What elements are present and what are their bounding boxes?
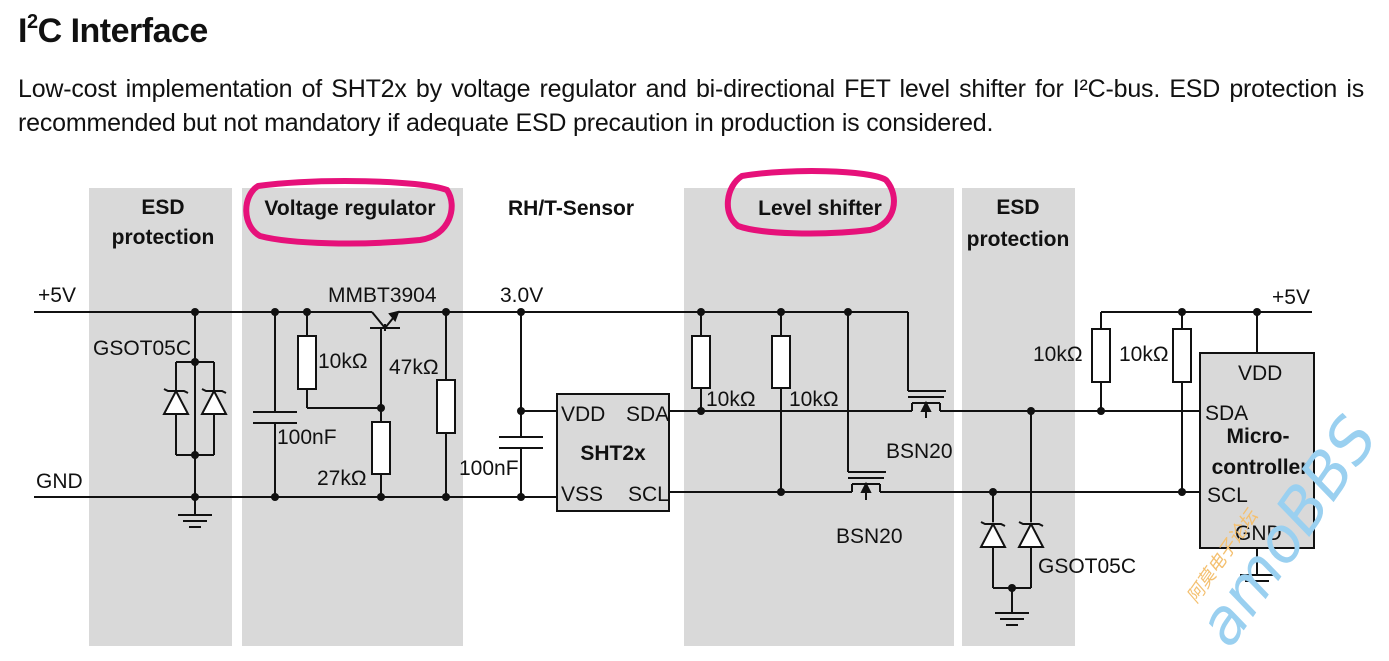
sht2x-vdd: VDD xyxy=(561,403,605,426)
resistor-10k-mc2 xyxy=(1172,328,1192,383)
tvs-diodes xyxy=(162,388,1045,548)
label-r47k: 47kΩ xyxy=(389,356,439,379)
tvs-diode-right-2 xyxy=(1017,521,1045,548)
resistors xyxy=(297,328,1192,475)
label-mmbt3904: MMBT3904 xyxy=(328,284,437,307)
label-r27k: 27kΩ xyxy=(317,467,367,490)
levelshift-label: Level shifter xyxy=(758,197,882,220)
label-gsot05c-right: GSOT05C xyxy=(1038,555,1136,578)
rail-5v-right: +5V xyxy=(1272,286,1310,309)
sensor-label: RH/T-Sensor xyxy=(508,197,634,220)
resistor-10k-mc1 xyxy=(1091,328,1111,383)
title-prefix: I xyxy=(18,12,27,50)
resistor-47k xyxy=(436,379,456,434)
sht2x-vss: VSS xyxy=(561,483,603,506)
label-rls2: 10kΩ xyxy=(789,388,839,411)
resistor-10k-ls2 xyxy=(771,335,791,389)
tvs-diode-right-1 xyxy=(979,521,1007,548)
mcu-sda: SDA xyxy=(1205,402,1248,425)
sht2x-name: SHT2x xyxy=(580,442,646,465)
rail-5v-left: +5V xyxy=(38,284,76,307)
fet-bsn20-scl xyxy=(846,477,886,500)
esd-right-label-1: ESD xyxy=(996,196,1039,219)
esd-right-bg xyxy=(962,188,1075,646)
wires xyxy=(34,311,1312,626)
tvs-diode-left-1 xyxy=(162,388,190,415)
page-title: I2C Interface xyxy=(18,10,209,51)
tvs-diode-left-2 xyxy=(200,388,228,415)
label-fet1: BSN20 xyxy=(886,440,953,463)
description: Low-cost implementation of SHT2x by volt… xyxy=(18,75,1364,137)
transistor-mmbt3904 xyxy=(370,310,400,336)
highlight-vreg xyxy=(243,178,455,247)
label-rmc1: 10kΩ xyxy=(1033,343,1083,366)
label-rmc2: 10kΩ xyxy=(1119,343,1169,366)
mcu-name-1: Micro- xyxy=(1227,425,1290,448)
resistor-10k-vreg xyxy=(297,335,317,390)
esd-left-bg xyxy=(89,188,232,646)
rail-3v: 3.0V xyxy=(500,284,543,307)
title-suffix: C Interface xyxy=(37,12,209,50)
esd-left-label-1: ESD xyxy=(141,196,184,219)
fet-bsn20-sda xyxy=(906,396,946,418)
esd-left-label-2: protection xyxy=(112,226,215,249)
label-cap2: 100nF xyxy=(459,457,519,480)
esd-right-label-2: protection xyxy=(967,228,1070,251)
highlight-levelshift xyxy=(724,168,897,237)
resistor-10k-ls1 xyxy=(691,335,711,389)
resistor-27k xyxy=(371,421,391,475)
sht2x-sda: SDA xyxy=(626,403,669,426)
sht2x-chip xyxy=(556,393,670,512)
label-fet2: BSN20 xyxy=(836,525,903,548)
label-rls1: 10kΩ xyxy=(706,388,756,411)
mcu-name-2: controller xyxy=(1212,456,1309,479)
mcu-vdd: VDD xyxy=(1238,362,1282,385)
vreg-bg xyxy=(242,188,463,646)
capacitors xyxy=(253,411,543,449)
levelshift-bg xyxy=(684,188,954,646)
vreg-label: Voltage regulator xyxy=(264,197,435,220)
junction-dots xyxy=(191,308,1261,592)
mcu-gnd: GND xyxy=(1235,522,1282,545)
rail-gnd: GND xyxy=(36,470,83,493)
label-gsot05c-left: GSOT05C xyxy=(93,337,191,360)
label-r10k: 10kΩ xyxy=(318,350,368,373)
sht2x-scl: SCL xyxy=(628,483,669,506)
label-cap1: 100nF xyxy=(277,426,337,449)
title-sup: 2 xyxy=(26,10,38,33)
mcu-scl: SCL xyxy=(1207,484,1248,507)
microcontroller-chip xyxy=(1199,352,1315,549)
